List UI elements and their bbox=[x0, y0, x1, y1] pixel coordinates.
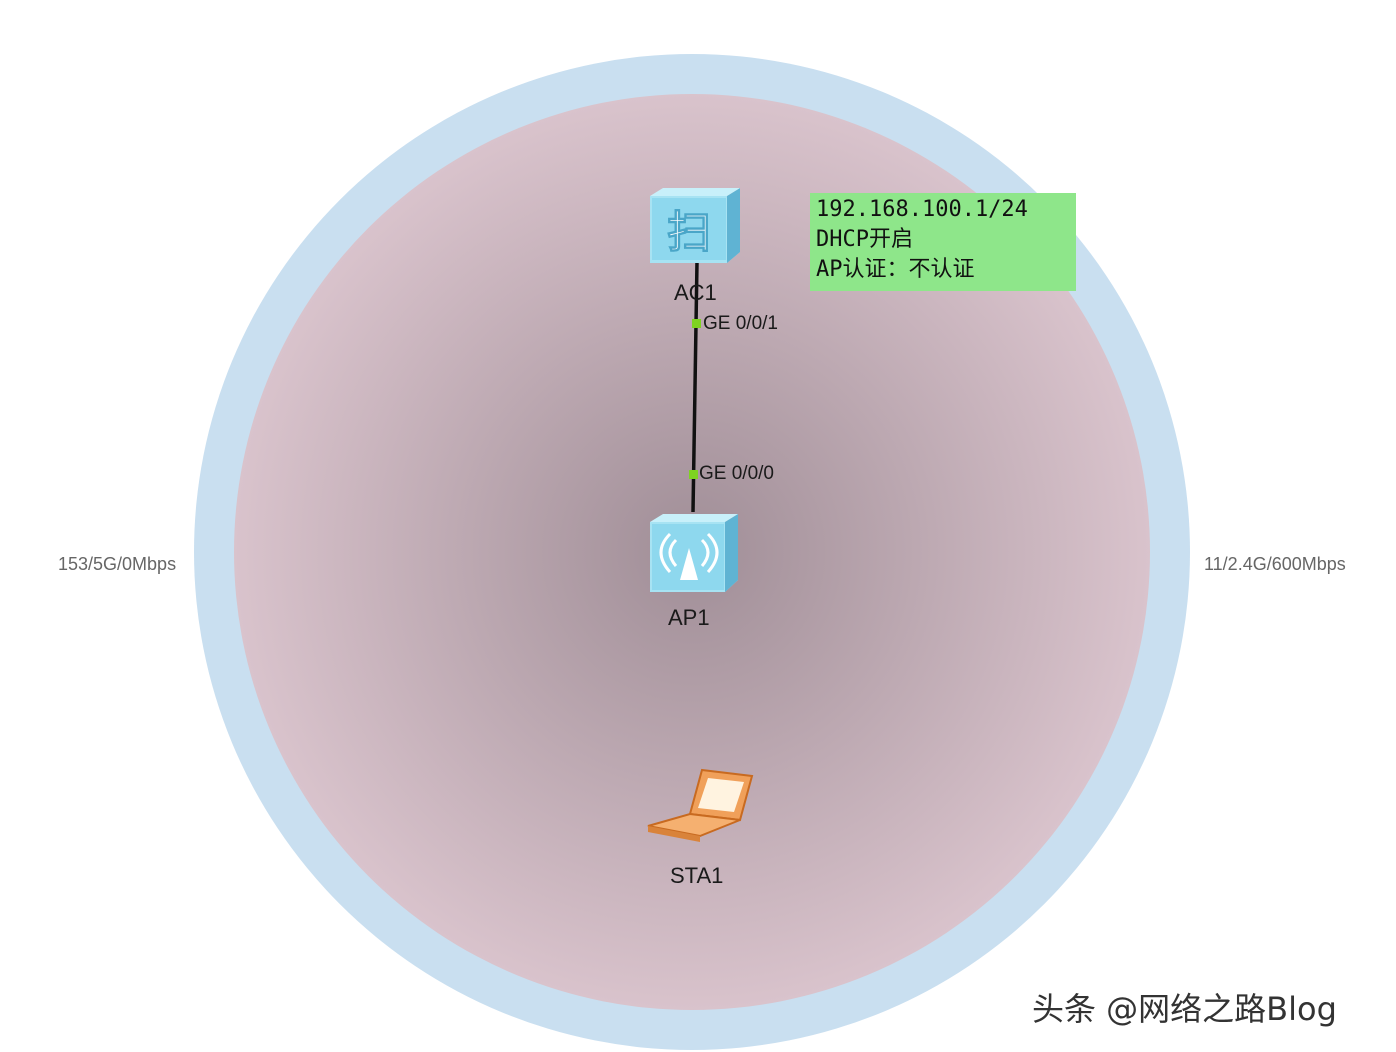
laptop-icon[interactable] bbox=[647, 768, 754, 842]
port-dot-ap bbox=[689, 470, 698, 479]
radio-left-label: 153/5G/0Mbps bbox=[58, 554, 177, 574]
note-line-auth: AP认证：不认证 bbox=[816, 257, 975, 282]
ac-label: AC1 bbox=[674, 280, 717, 305]
access-controller-icon[interactable]: 扫 bbox=[650, 188, 740, 263]
wireless-ap-icon[interactable] bbox=[650, 514, 738, 592]
ap-port-label: GE 0/0/0 bbox=[699, 463, 774, 484]
note-line-dhcp: DHCP开启 bbox=[816, 227, 913, 252]
config-note: 192.168.100.1/24 DHCP开启 AP认证：不认证 bbox=[810, 193, 1076, 291]
ac-port-label: GE 0/0/1 bbox=[703, 313, 778, 334]
svg-text:扫: 扫 bbox=[667, 207, 711, 258]
port-dot-ac bbox=[692, 319, 701, 328]
ap-label: AP1 bbox=[668, 605, 710, 630]
radio-right-label: 11/2.4G/600Mbps bbox=[1204, 554, 1346, 574]
sta-label: STA1 bbox=[670, 863, 724, 888]
note-line-ip: 192.168.100.1/24 bbox=[816, 197, 1028, 222]
watermark: 头条 @网络之路Blog bbox=[1032, 990, 1337, 1028]
